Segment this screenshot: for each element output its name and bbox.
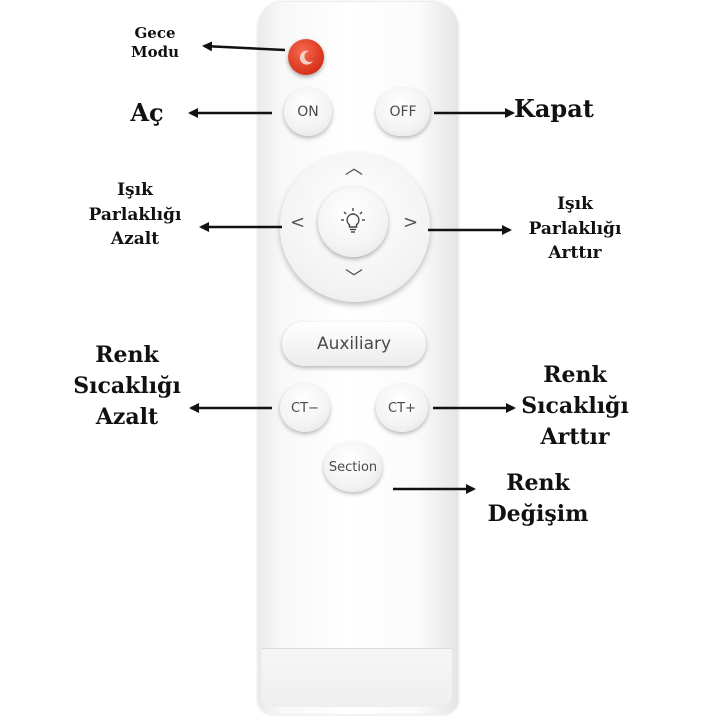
label-color-temp-down: Renk Sıcaklığı Azalt — [62, 340, 192, 434]
on-button[interactable]: ON — [284, 88, 332, 136]
ct-minus-button[interactable]: CT− — [280, 384, 330, 432]
label-color-temp-down-line3: Azalt — [95, 404, 159, 431]
label-color-change-line2: Değişim — [487, 501, 589, 528]
remote-battery-cover — [262, 648, 452, 707]
off-button-label: OFF — [389, 104, 417, 120]
auxiliary-button[interactable]: Auxiliary — [282, 322, 426, 366]
label-brightness-up-line3: Arttır — [548, 243, 602, 264]
light-center-button[interactable] — [318, 187, 388, 257]
label-brightness-up-line2: Parlaklığı — [528, 218, 622, 239]
on-button-label: ON — [297, 104, 319, 120]
chevron-right-icon[interactable]: > — [403, 212, 419, 233]
night-mode-button[interactable] — [288, 39, 324, 75]
label-night-mode-line1: Gece — [134, 24, 176, 42]
label-color-temp-down-line2: Sıcaklığı — [73, 373, 181, 400]
label-color-change: Renk Değişim — [468, 468, 608, 530]
label-on: Aç — [112, 98, 182, 128]
label-brightness-down-line2: Parlaklığı — [88, 204, 182, 225]
chevron-left-icon[interactable]: < — [290, 212, 306, 233]
label-night-mode: Gece Modu — [110, 24, 200, 62]
chevron-down-icon[interactable]: ﹀ — [345, 268, 363, 289]
ct-plus-button-label: CT+ — [388, 400, 416, 416]
moon-icon — [299, 50, 313, 65]
arrow-night-mode — [202, 41, 286, 52]
label-on-text: Aç — [130, 98, 164, 127]
label-brightness-up: Işık Parlaklığı Arttır — [510, 192, 640, 266]
auxiliary-button-label: Auxiliary — [316, 334, 392, 354]
label-brightness-down-line1: Işık — [117, 180, 153, 200]
label-color-temp-up: Renk Sıcaklığı Arttır — [510, 360, 640, 454]
section-button-label: Section — [328, 459, 378, 475]
off-button[interactable]: OFF — [376, 88, 430, 136]
label-color-temp-up-line2: Sıcaklığı — [521, 393, 629, 420]
label-night-mode-line2: Modu — [130, 42, 179, 61]
ct-minus-button-label: CT− — [291, 400, 319, 416]
label-off: Kapat — [514, 94, 624, 124]
ct-plus-button[interactable]: CT+ — [376, 384, 428, 432]
label-brightness-up-line1: Işık — [557, 194, 593, 214]
label-color-change-line1: Renk — [506, 470, 570, 496]
label-brightness-down-line3: Azalt — [110, 229, 160, 250]
chevron-up-icon[interactable]: ︿ — [345, 158, 363, 179]
lightbulb-icon — [341, 208, 365, 233]
label-color-temp-up-line1: Renk — [543, 362, 607, 388]
label-color-temp-up-line3: Arttır — [540, 424, 610, 451]
section-button[interactable]: Section — [324, 442, 382, 492]
label-brightness-down: Işık Parlaklığı Azalt — [70, 178, 200, 252]
label-off-text: Kapat — [514, 94, 594, 123]
label-color-temp-down-line1: Renk — [95, 342, 159, 368]
